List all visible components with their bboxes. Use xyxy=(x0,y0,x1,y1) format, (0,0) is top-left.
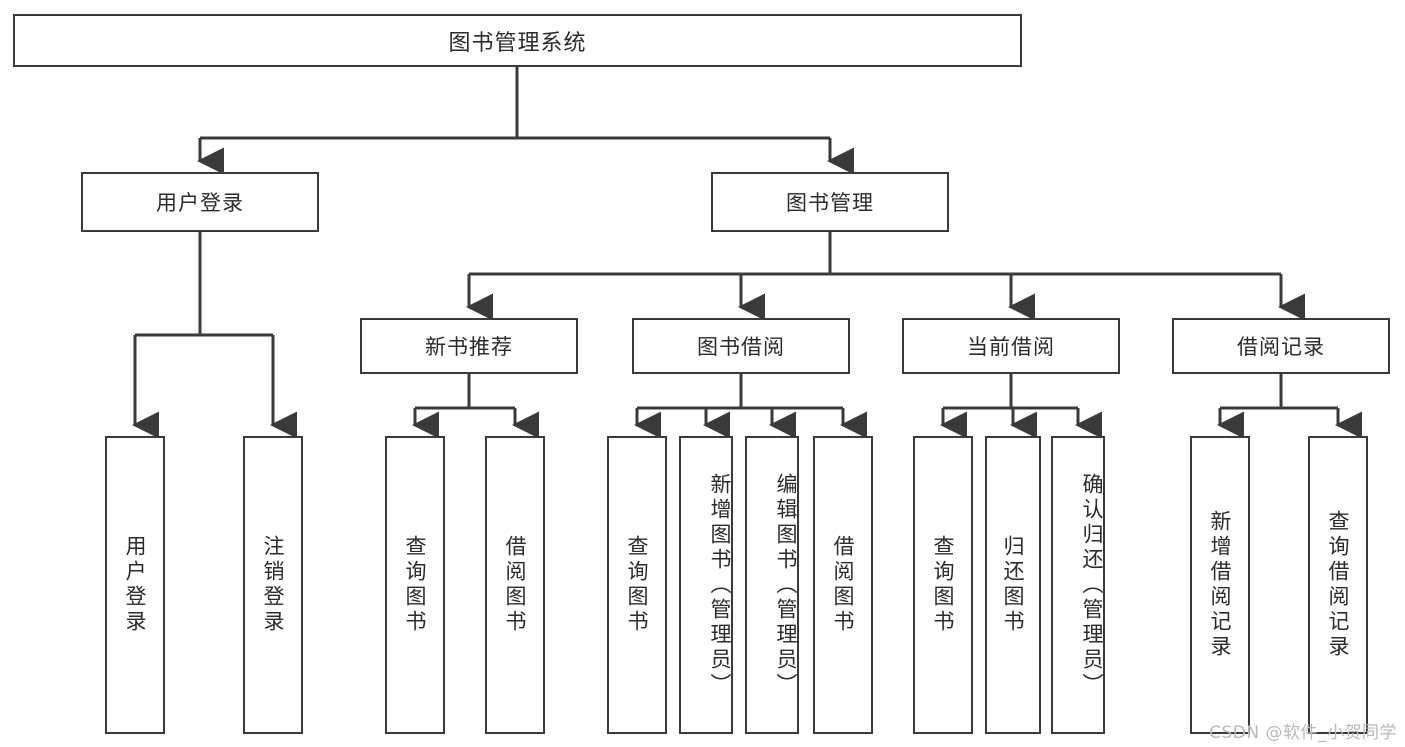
node-label: 用户登录 xyxy=(156,191,244,215)
node-label: 图书借阅 xyxy=(697,335,785,359)
node-leaf-query-borrow-record[interactable]: 查询借阅记录 xyxy=(1308,436,1368,734)
node-user-login[interactable]: 用户登录 xyxy=(81,172,319,232)
node-leaf-return-book[interactable]: 归还图书 xyxy=(985,436,1041,734)
node-label: 注销登录 xyxy=(261,535,286,635)
node-leaf-query-book-current[interactable]: 查询图书 xyxy=(913,436,973,734)
node-current-borrow[interactable]: 当前借阅 xyxy=(902,318,1120,374)
node-book-manage[interactable]: 图书管理 xyxy=(711,172,949,232)
node-leaf-borrow-book-borrow[interactable]: 借阅图书 xyxy=(813,436,873,734)
node-label: 用户登录 xyxy=(123,535,148,635)
node-leaf-user-logout[interactable]: 注销登录 xyxy=(243,436,303,734)
node-label: 当前借阅 xyxy=(967,335,1055,359)
node-label: 查询图书 xyxy=(403,535,428,635)
node-borrow-record[interactable]: 借阅记录 xyxy=(1172,318,1390,374)
node-label: 归还图书 xyxy=(1001,535,1026,635)
node-leaf-user-login[interactable]: 用户登录 xyxy=(105,436,165,734)
node-label: 借阅图书 xyxy=(503,535,528,635)
node-root[interactable]: 图书管理系统 xyxy=(13,14,1022,67)
node-leaf-add-book-admin[interactable]: 新增图书（管理员） xyxy=(679,436,733,734)
node-label: 新增图书（管理员） xyxy=(708,472,732,698)
node-label: 查询借阅记录 xyxy=(1326,510,1351,660)
node-label: 图书管理 xyxy=(786,191,874,215)
node-leaf-borrow-book-rec[interactable]: 借阅图书 xyxy=(485,436,545,734)
node-leaf-query-book-borrow[interactable]: 查询图书 xyxy=(607,436,667,734)
node-leaf-add-borrow-record[interactable]: 新增借阅记录 xyxy=(1190,436,1250,734)
node-leaf-confirm-return-admin[interactable]: 确认归还（管理员） xyxy=(1051,436,1105,734)
node-new-book-rec[interactable]: 新书推荐 xyxy=(360,318,578,374)
node-book-borrow[interactable]: 图书借阅 xyxy=(632,318,850,374)
node-leaf-query-book-rec[interactable]: 查询图书 xyxy=(385,436,445,734)
node-label: 借阅图书 xyxy=(831,535,856,635)
node-label: 新增借阅记录 xyxy=(1208,510,1233,660)
node-label: 确认归还（管理员） xyxy=(1080,472,1104,698)
node-label: 查询图书 xyxy=(931,535,956,635)
node-label: 借阅记录 xyxy=(1237,335,1325,359)
node-label: 图书管理系统 xyxy=(448,30,587,56)
node-leaf-edit-book-admin[interactable]: 编辑图书（管理员） xyxy=(745,436,799,734)
watermark-text: CSDN @软件_小贺同学 xyxy=(1209,723,1397,743)
node-label: 查询图书 xyxy=(625,535,650,635)
node-label: 编辑图书（管理员） xyxy=(774,472,798,698)
node-label: 新书推荐 xyxy=(425,335,513,359)
